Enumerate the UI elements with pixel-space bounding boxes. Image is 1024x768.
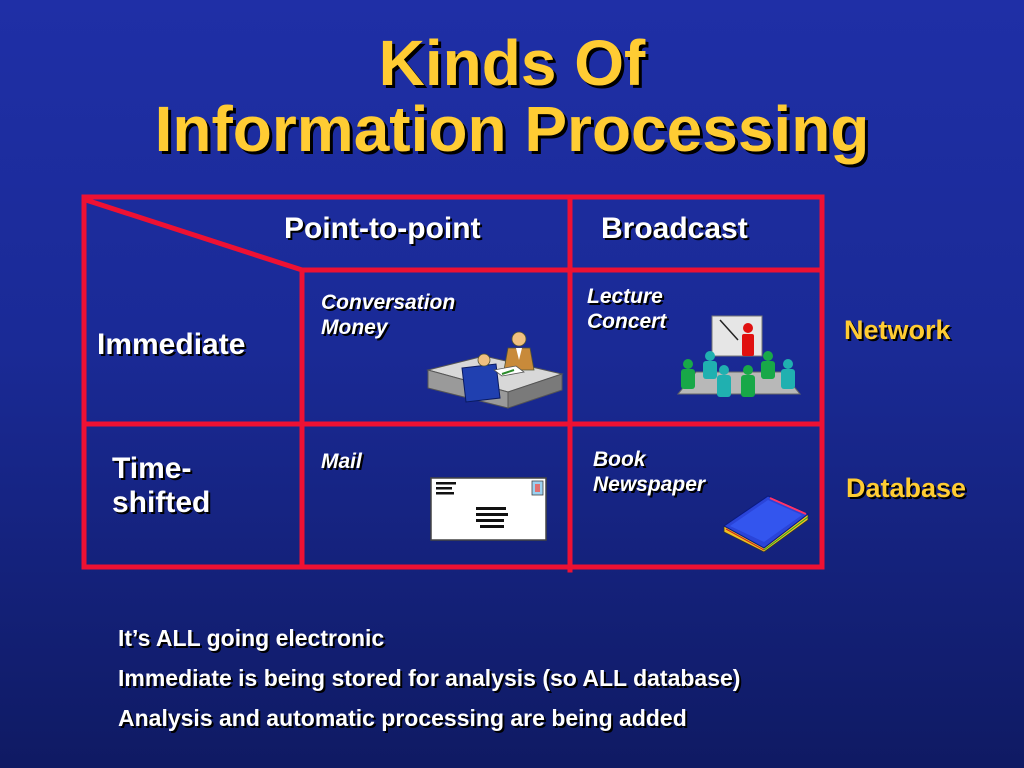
cell-text-mail: Mail — [321, 450, 362, 473]
table-diagonal — [82, 196, 306, 274]
desk-meeting-icon — [426, 331, 564, 409]
cell-time-point: Mail — [321, 449, 362, 474]
cell-text-newspaper: Newspaper — [593, 473, 706, 496]
cell-text-conversation: Conversation — [321, 291, 456, 314]
book-icon — [723, 495, 809, 552]
cell-time-broadcast: Book Newspaper — [593, 447, 705, 497]
row-label-time-shifted: Time- shifted — [112, 452, 210, 520]
cell-text-book: Book — [593, 448, 646, 471]
envelope-icon — [430, 477, 547, 541]
bullet-list: It’s ALL going electronic Immediate is b… — [118, 618, 740, 738]
cell-immediate-point: Conversation Money — [321, 290, 455, 340]
row-label-immediate: Immediate — [97, 328, 246, 361]
table-border — [81, 194, 825, 570]
header-broadcast: Broadcast — [601, 212, 748, 245]
bullet-item: Analysis and automatic processing are be… — [118, 705, 687, 731]
cell-text-concert: Concert — [587, 310, 667, 333]
header-point-to-point: Point-to-point — [284, 212, 481, 245]
side-label-database: Database — [846, 473, 967, 503]
cell-text-lecture: Lecture — [587, 285, 663, 308]
row-label-time-line2: shifted — [112, 486, 211, 519]
cell-immediate-broadcast: Lecture Concert — [587, 284, 666, 334]
cell-text-money: Money — [321, 316, 388, 339]
side-label-network: Network — [844, 315, 951, 345]
lecture-audience-icon — [676, 315, 802, 397]
title-line-1: Kinds Of — [378, 27, 646, 99]
title-line-2: Information Processing — [154, 93, 870, 165]
bullet-item: It’s ALL going electronic — [118, 625, 385, 651]
slide-title: Kinds Of Information Processing — [0, 30, 1024, 162]
bullet-item: Immediate is being stored for analysis (… — [118, 665, 741, 691]
row-label-time-line1: Time- — [112, 452, 192, 485]
